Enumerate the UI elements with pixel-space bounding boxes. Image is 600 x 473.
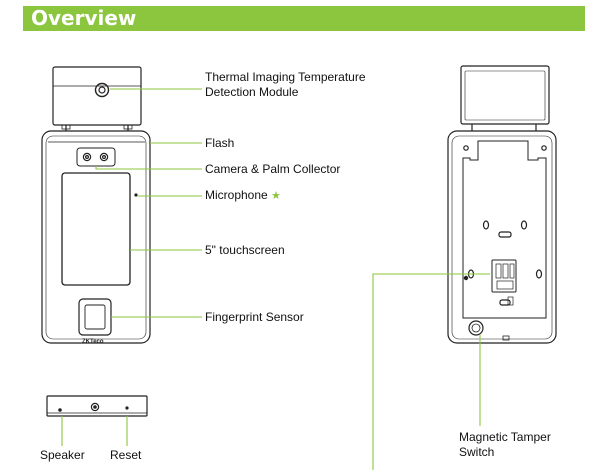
tamper-switch bbox=[468, 320, 484, 336]
label-camera: Camera & Palm Collector bbox=[205, 162, 341, 176]
label-tamper-line2: Switch bbox=[459, 445, 495, 459]
star-icon: ★ bbox=[271, 190, 281, 202]
camera-module bbox=[76, 147, 116, 167]
brand-mark: ZKTeco bbox=[82, 339, 104, 345]
label-speaker: Speaker bbox=[40, 448, 85, 462]
front-body bbox=[41, 130, 151, 344]
label-tamper-line1: Magnetic Tamper bbox=[459, 430, 551, 444]
reset-hole bbox=[125, 406, 129, 410]
label-touchscreen: 5" touchscreen bbox=[205, 243, 285, 257]
speaker-hole bbox=[58, 408, 62, 412]
label-microphone-text: Microphone bbox=[205, 188, 268, 202]
back-view bbox=[447, 65, 557, 344]
label-reset: Reset bbox=[110, 448, 142, 462]
label-fingerprint: Fingerprint Sensor bbox=[205, 310, 304, 324]
bottom-view bbox=[46, 395, 148, 417]
touchscreen bbox=[61, 172, 131, 286]
section-header: Overview bbox=[23, 6, 585, 31]
connector-block bbox=[491, 259, 517, 306]
label-thermal-line2: Detection Module bbox=[205, 85, 299, 99]
label-flash: Flash bbox=[205, 136, 235, 150]
label-thermal-line1: Thermal Imaging Temperature bbox=[205, 70, 366, 84]
front-view bbox=[41, 66, 151, 344]
thermal-module bbox=[52, 66, 142, 131]
label-microphone: Microphone ★ bbox=[205, 188, 281, 204]
leader-lines bbox=[61, 88, 490, 470]
section-title: Overview bbox=[31, 6, 137, 30]
microphone-hole bbox=[134, 193, 138, 197]
fingerprint-sensor bbox=[78, 298, 112, 336]
